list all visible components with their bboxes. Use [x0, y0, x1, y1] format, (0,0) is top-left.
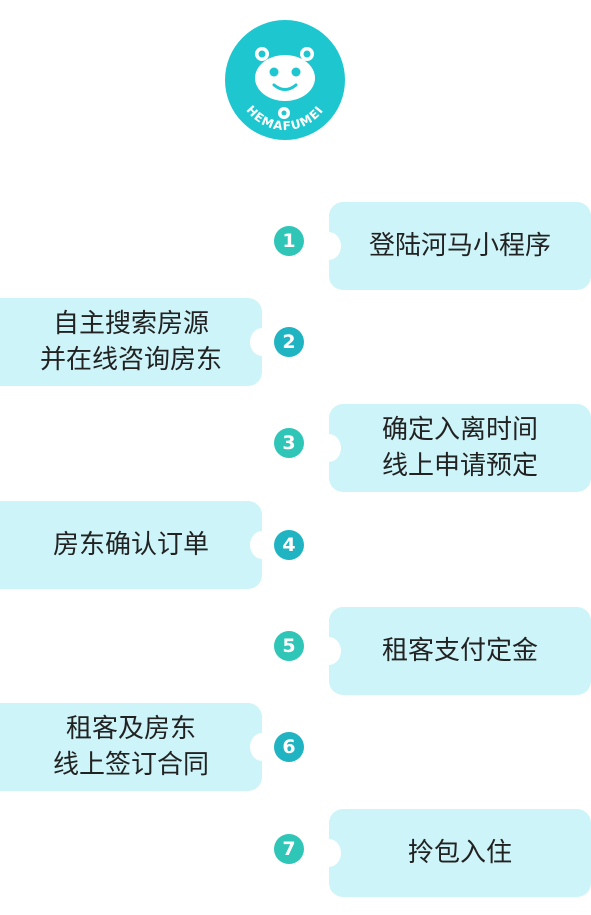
- step-7-card: 拎包入住: [317, 809, 591, 897]
- step-6-card: 租客及房东 线上签订合同: [0, 703, 274, 791]
- hippo-logo-icon: HEMAFUMEI: [225, 20, 345, 140]
- step-1-line-1: 登陆河马小程序: [368, 231, 551, 261]
- step-5-line-1: 租客支付定金: [381, 636, 538, 666]
- step-2-line-1: 自主搜索房源: [52, 309, 209, 339]
- step-4-card: 房东确认订单: [0, 501, 274, 589]
- step-3-card: 确定入离时间 线上申请预定: [317, 404, 591, 492]
- step-3-number: 3: [274, 428, 304, 458]
- step-5-number: 5: [274, 631, 304, 661]
- step-2-card: 自主搜索房源 并在线咨询房东: [0, 298, 274, 386]
- step-6-line-1: 租客及房东: [65, 714, 196, 744]
- step-4-line-1: 房东确认订单: [52, 530, 209, 560]
- step-6-number: 6: [274, 732, 304, 762]
- step-7-line-1: 拎包入住: [407, 838, 512, 868]
- step-1-number: 1: [274, 226, 304, 256]
- step-3-line-1: 确定入离时间: [381, 415, 538, 445]
- step-4-number: 4: [274, 530, 304, 560]
- step-6-line-2: 线上签订合同: [52, 750, 209, 780]
- step-5-card: 租客支付定金: [317, 607, 591, 695]
- step-1-card: 登陆河马小程序: [317, 202, 591, 290]
- step-3-line-2: 线上申请预定: [381, 451, 538, 481]
- step-2-number: 2: [274, 327, 304, 357]
- step-7-number: 7: [274, 834, 304, 864]
- step-2-line-2: 并在线咨询房东: [39, 345, 222, 375]
